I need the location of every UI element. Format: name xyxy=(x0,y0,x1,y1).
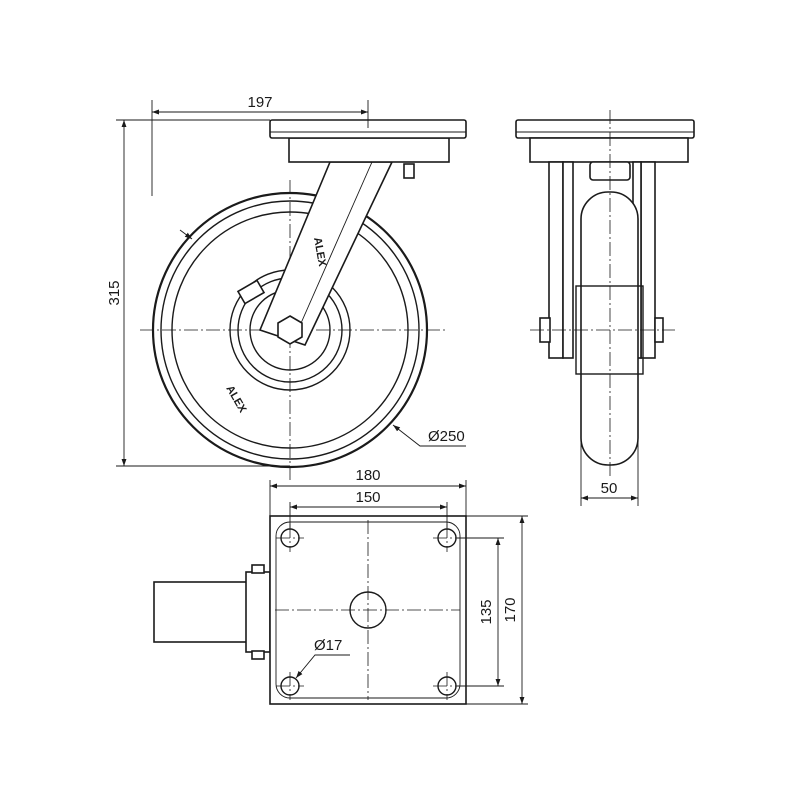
dim-bolt-hole-label: Ø17 xyxy=(314,637,342,654)
dim-170-label: 170 xyxy=(502,597,519,622)
front-view: ALEX ALEX 197 315 Ø250 xyxy=(106,94,467,480)
fork-leg-edge xyxy=(297,161,373,331)
fork-brand-text: ALEX xyxy=(311,236,328,268)
dim-135-label: 135 xyxy=(478,599,495,624)
wheel-edge xyxy=(580,191,639,466)
wheel-tread-circle xyxy=(160,200,420,460)
fork-top-bracket xyxy=(245,571,271,653)
axle-nut-hexagon xyxy=(277,315,303,345)
dim-diameter-label: Ø250 xyxy=(428,428,465,445)
fork-left-outer xyxy=(548,161,564,359)
dim-315-label: 315 xyxy=(106,280,123,305)
grease-nipple xyxy=(403,163,415,179)
fork-stamp-plate xyxy=(236,279,266,305)
diameter-tick-leader xyxy=(179,229,193,240)
dim-150-label: 150 xyxy=(355,489,380,506)
top-view: 180 150 135 170 Ø17 xyxy=(153,467,528,705)
top-plate-side xyxy=(515,119,695,139)
bolt-hole-leader xyxy=(295,654,350,679)
fork-top-lug-upper xyxy=(251,564,265,574)
diameter-leader xyxy=(392,424,466,447)
dim-50-label: 50 xyxy=(601,480,618,497)
side-view: 50 xyxy=(515,110,695,506)
dim-180-label: 180 xyxy=(355,467,380,484)
brand-text: ALEX xyxy=(223,384,248,416)
fork-top-lug-lower xyxy=(251,650,265,660)
swivel-housing-side xyxy=(529,137,689,163)
dim-197-label: 197 xyxy=(247,94,272,111)
swivel-housing xyxy=(288,137,450,163)
fork-left-inner xyxy=(562,161,574,359)
